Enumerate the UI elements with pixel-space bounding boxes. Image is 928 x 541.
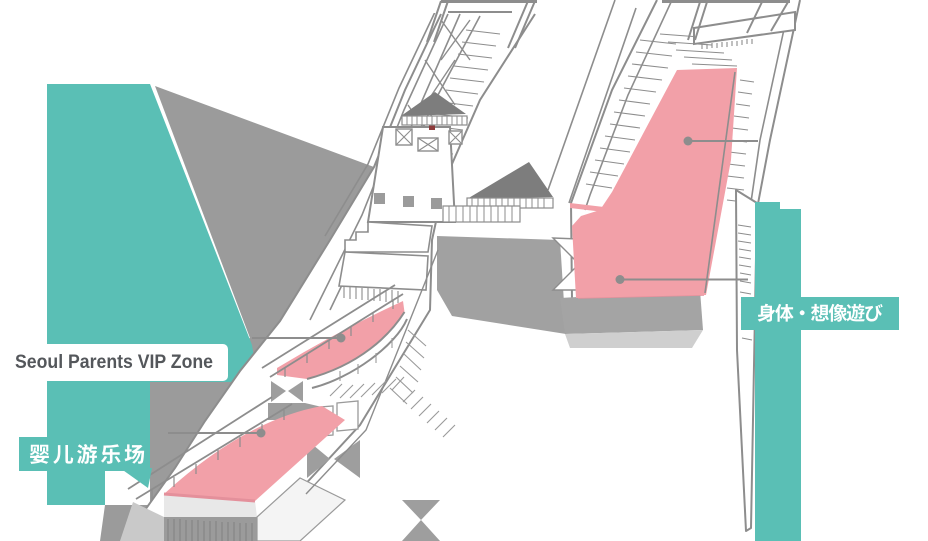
svg-text:Seoul Parents VIP Zone: Seoul Parents VIP Zone (15, 352, 213, 373)
